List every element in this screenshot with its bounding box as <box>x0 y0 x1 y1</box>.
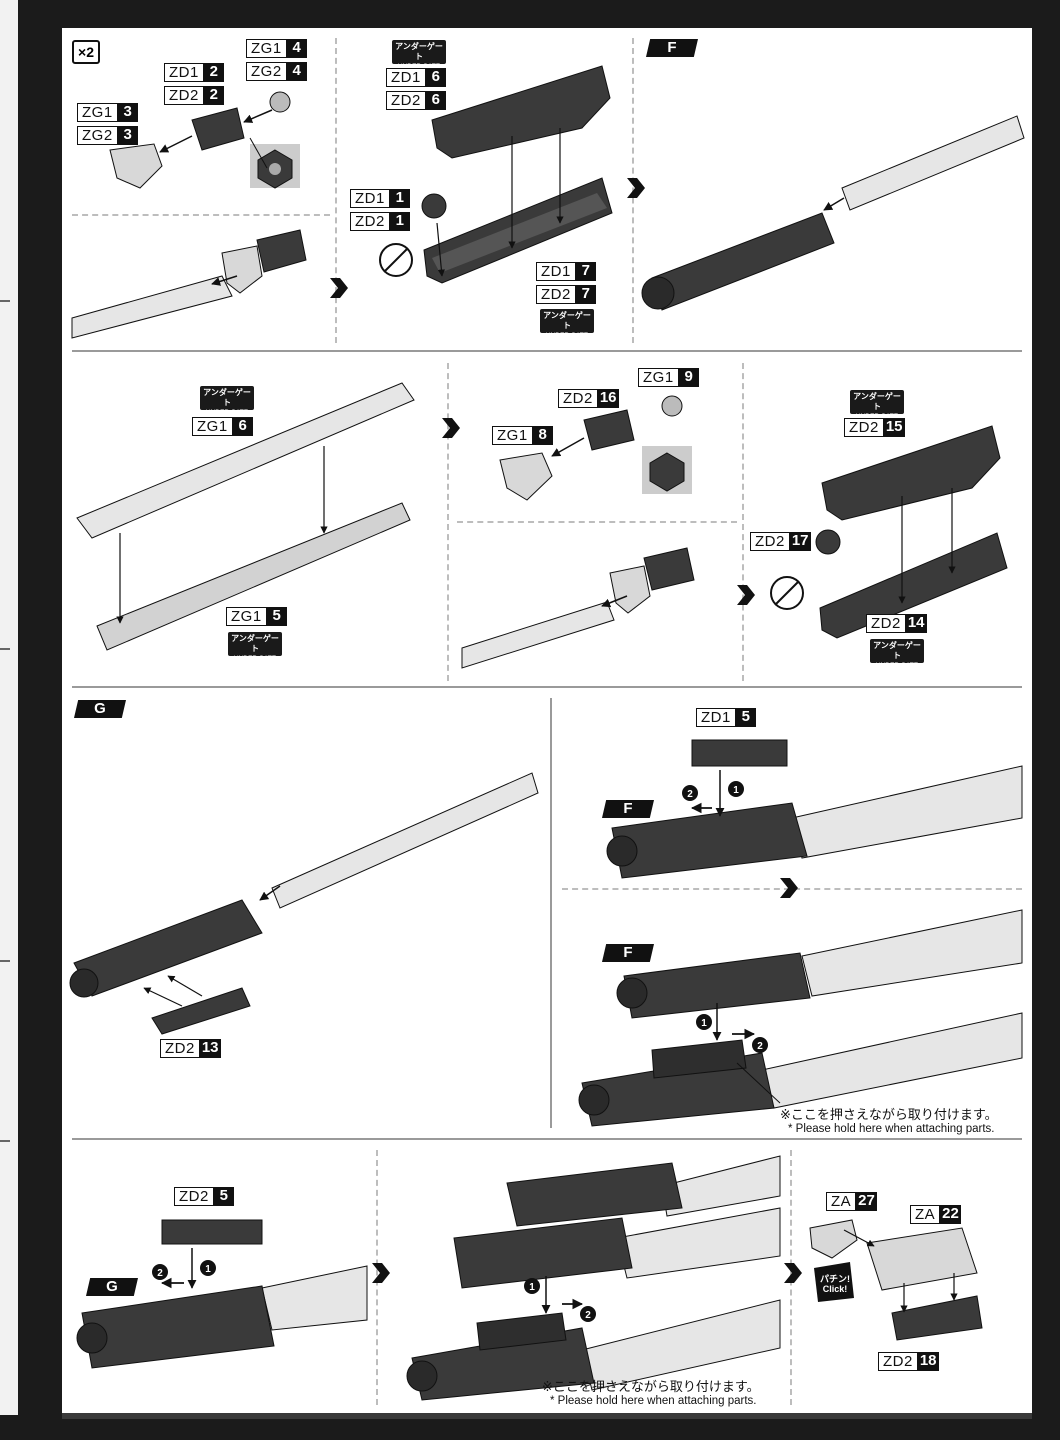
dashed-divider <box>447 363 449 681</box>
assembly-illustrations: 1 2 1 2 1 2 <box>69 65 1025 1401</box>
svg-text:2: 2 <box>687 789 693 800</box>
next-step-chevron <box>737 585 755 605</box>
dashed-divider <box>742 363 744 681</box>
grip-parts-illustration <box>109 91 300 189</box>
rail-attach-g-illustration: 1 2 <box>76 1219 368 1369</box>
rifle-assembly-g-illustration <box>69 772 539 1035</box>
next-step-chevron <box>627 178 645 198</box>
click-badge: パチン!Click! <box>820 1274 850 1294</box>
rifles-stack-illustration: 1 2 <box>406 1155 781 1401</box>
barrel-halves-illustration <box>76 382 415 651</box>
svg-text:2: 2 <box>757 1041 763 1052</box>
grip-parts-illustration-2 <box>499 395 692 501</box>
row-separator-2 <box>72 686 1022 688</box>
svg-text:2: 2 <box>157 1268 163 1279</box>
row-separator-1 <box>72 350 1022 352</box>
dashed-divider <box>72 214 330 216</box>
next-step-chevron <box>442 418 460 438</box>
quantity-mark: ×2 <box>72 40 100 64</box>
page-bottom-bar <box>62 1413 1032 1419</box>
grip-attach-illustration <box>71 229 307 339</box>
row-separator-3 <box>72 1138 1022 1140</box>
svg-text:1: 1 <box>205 1264 211 1275</box>
step-badge-g: G <box>74 700 126 718</box>
receiver-halves-illustration-2 <box>770 425 1008 639</box>
svg-text:1: 1 <box>529 1282 535 1293</box>
grip-attach-illustration-2 <box>461 547 695 669</box>
step-badge-f: F <box>602 800 654 818</box>
step-badge-f: F <box>602 944 654 962</box>
step-badge-g: G <box>86 1278 138 1296</box>
dashed-divider <box>457 521 737 523</box>
instruction-page: 1 2 1 2 1 2 <box>62 28 1032 1413</box>
next-step-chevron <box>780 878 798 898</box>
adjacent-page-strip <box>0 0 18 1415</box>
receiver-halves-illustration <box>379 65 613 284</box>
step-badge-f: F <box>646 39 698 57</box>
rail-attach-top-illustration: 1 2 <box>606 739 1023 879</box>
next-step-chevron <box>784 1263 802 1283</box>
svg-text:1: 1 <box>733 785 739 796</box>
hold-note: ※ここを押さえながら取り付けます。* Please hold here when… <box>780 1107 998 1135</box>
hold-note: ※ここを押さえながら取り付けます。* Please hold here when… <box>542 1379 760 1407</box>
barrel-join-illustration <box>641 115 1025 311</box>
scope-assembly-illustration <box>809 1219 983 1341</box>
rail-attach-bottom-illustration: 1 2 <box>578 909 1023 1127</box>
svg-text:1: 1 <box>701 1018 707 1029</box>
next-step-chevron <box>330 278 348 298</box>
page-number: 19/28 <box>996 1398 1024 1415</box>
dashed-divider <box>335 38 337 343</box>
svg-text:2: 2 <box>585 1310 591 1321</box>
column-separator-g <box>550 698 552 1128</box>
next-step-chevron <box>372 1263 390 1283</box>
